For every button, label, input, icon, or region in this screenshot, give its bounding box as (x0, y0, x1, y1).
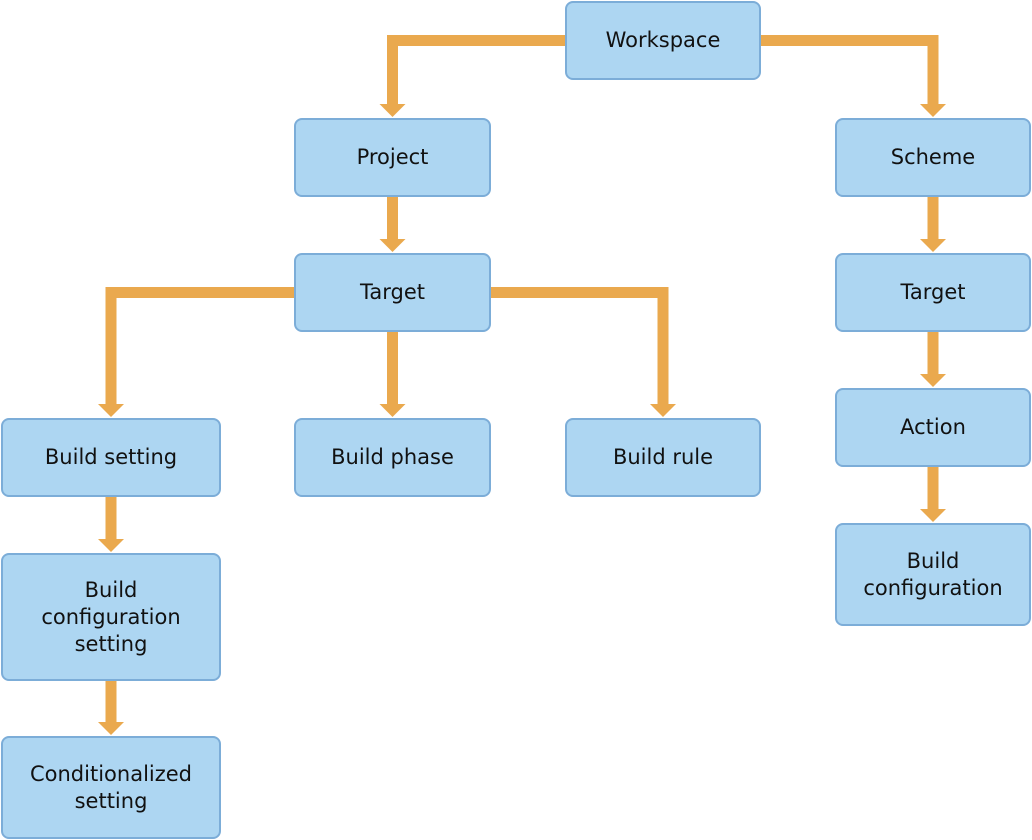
connector-action-to-build-configuration-arrowhead (920, 509, 946, 522)
build-setting-node: Build setting (1, 418, 221, 497)
project-node: Project (294, 118, 491, 197)
connector-scheme-to-target-right-arrowhead (920, 239, 946, 252)
connector-workspace-to-project-arrowhead (379, 104, 406, 117)
build-phase-node: Build phase (294, 418, 491, 497)
project-target-node: Target (294, 253, 491, 332)
connector-target-left-to-build-rule-arrowhead (650, 404, 676, 417)
connector-workspace-to-scheme-line (761, 35, 939, 105)
connector-project-to-target-left-arrowhead (379, 239, 406, 252)
connector-target-left-to-build-rule-line (491, 287, 669, 405)
connector-target-left-to-build-phase-arrowhead (379, 404, 406, 417)
scheme-target-node: Target (835, 253, 1031, 332)
action-node: Action (835, 388, 1031, 467)
connector-target-left-to-build-setting-arrowhead (98, 404, 124, 417)
conditionalized-setting-node: Conditionalized setting (1, 736, 221, 839)
build-configuration-node: Build configuration (835, 523, 1031, 626)
connector-build-setting-to-build-configuration-setting-arrowhead (98, 539, 124, 552)
build-configuration-setting-node: Build configuration setting (1, 553, 221, 681)
workspace-node: Workspace (565, 1, 761, 80)
connector-build-configuration-setting-to-conditionalized-setting-arrowhead (98, 722, 124, 735)
connector-target-right-to-action-arrowhead (920, 374, 946, 387)
build-rule-node: Build rule (565, 418, 761, 497)
connector-workspace-to-scheme-arrowhead (920, 104, 946, 117)
connector-workspace-to-project-line (387, 35, 565, 105)
scheme-node: Scheme (835, 118, 1031, 197)
connector-target-left-to-build-setting-line (105, 287, 294, 405)
